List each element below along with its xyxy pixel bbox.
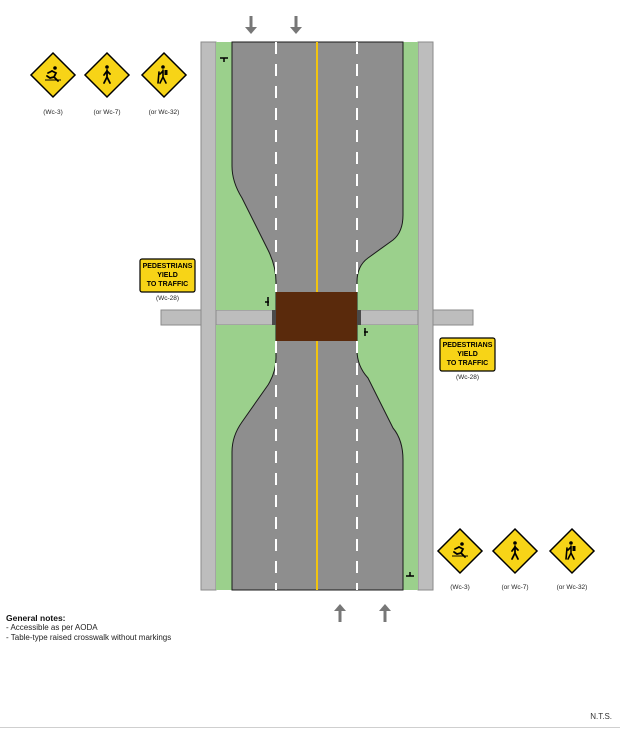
yield-sign-right: PEDESTRIANS YIELD TO TRAFFIC: [439, 337, 496, 372]
svg-text:TO TRAFFIC: TO TRAFFIC: [447, 360, 488, 367]
svg-text:PEDESTRIANS: PEDESTRIANS: [443, 342, 493, 349]
arrow-down-icon: [245, 16, 257, 34]
svg-text:YIELD: YIELD: [157, 272, 178, 279]
sign-code: (or Wc-32): [557, 584, 588, 591]
sign-code: (Wc-28): [156, 295, 179, 302]
raised-crosswalk: [276, 292, 357, 341]
left-edge-strip: [200, 41, 217, 591]
yield-sign-left: PEDESTRIANS YIELD TO TRAFFIC: [139, 258, 196, 293]
sign-code: (or Wc-7): [93, 109, 120, 116]
svg-text:PEDESTRIANS: PEDESTRIANS: [143, 263, 193, 270]
warning-sign-wc3-top: [29, 51, 77, 99]
warning-sign-wc7-top: [83, 51, 131, 99]
notes-title: General notes:: [6, 613, 66, 623]
sign-post-marker: [220, 57, 414, 577]
svg-text:YIELD: YIELD: [457, 351, 478, 358]
crosswalk-curb-left: [272, 310, 276, 325]
arrow-up-icon: [334, 604, 346, 622]
general-notes: General notes: - Accessible as per AODA …: [6, 613, 171, 643]
warning-sign-wc7-bottom: [491, 527, 539, 575]
note-item: - Table-type raised crosswalk without ma…: [6, 633, 172, 642]
sign-code: (Wc-3): [43, 109, 63, 116]
sign-code: (or Wc-7): [501, 584, 528, 591]
sign-code: (or Wc-32): [149, 109, 180, 116]
svg-text:TO TRAFFIC: TO TRAFFIC: [147, 281, 188, 288]
right-edge-strip: [417, 41, 434, 591]
warning-sign-wc32-top: [140, 51, 188, 99]
arrow-down-icon: [290, 16, 302, 34]
warning-sign-wc32-bottom: [548, 527, 596, 575]
warning-sign-wc3-bottom: [436, 527, 484, 575]
arrow-up-icon: [379, 604, 391, 622]
scale-note: N.T.S.: [590, 712, 612, 721]
note-item: - Accessible as per AODA: [6, 623, 98, 632]
sign-code: (Wc-28): [456, 374, 479, 381]
crosswalk-curb-right: [357, 310, 361, 325]
sign-code: (Wc-3): [450, 584, 470, 591]
bottom-divider: [0, 727, 620, 728]
